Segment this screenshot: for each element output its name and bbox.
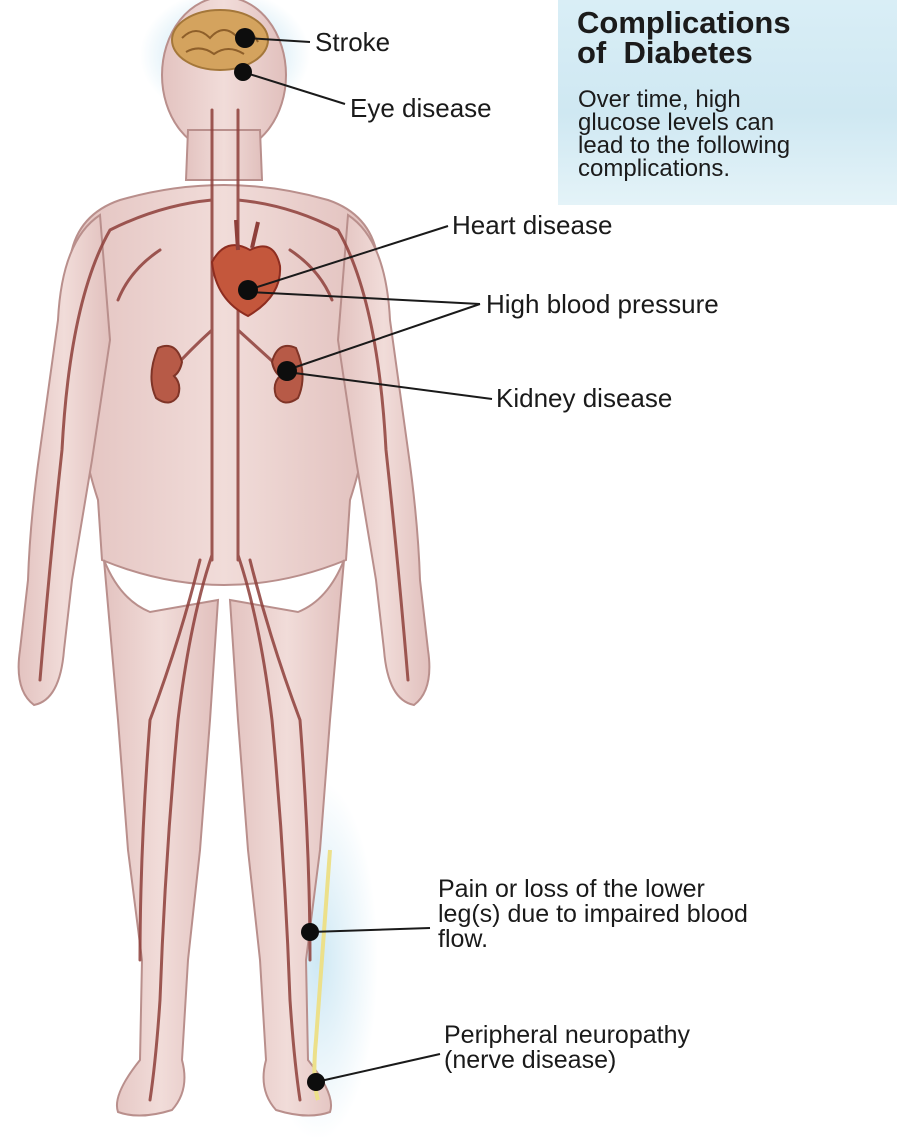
title-line-1: Complications — [577, 8, 887, 38]
label-leg-pain: Pain or loss of the lower leg(s) due to … — [438, 877, 888, 952]
label-high-blood-pressure: High blood pressure — [486, 290, 719, 318]
info-title: Complications of Diabetes — [577, 8, 887, 68]
label-neuropathy-line-2: (nerve disease) — [444, 1048, 884, 1073]
label-stroke: Stroke — [315, 28, 390, 56]
label-leg-pain-line-3: flow. — [438, 927, 888, 952]
label-kidney-disease: Kidney disease — [496, 384, 672, 412]
label-heart-disease: Heart disease — [452, 211, 612, 239]
label-leg-pain-line-2: leg(s) due to impaired blood — [438, 902, 888, 927]
label-neuropathy: Peripheral neuropathy (nerve disease) — [444, 1023, 884, 1073]
label-neuropathy-line-1: Peripheral neuropathy — [444, 1023, 884, 1048]
info-body-line-1: Over time, high — [578, 88, 890, 111]
info-body-line-2: glucose levels can — [578, 111, 890, 134]
info-body-line-4: complications. — [578, 157, 890, 180]
info-body: Over time, high glucose levels can lead … — [578, 88, 890, 180]
label-leg-pain-line-1: Pain or loss of the lower — [438, 877, 888, 902]
title-line-2: of Diabetes — [577, 38, 887, 68]
info-body-line-3: lead to the following — [578, 134, 890, 157]
label-eye-disease: Eye disease — [350, 94, 492, 122]
